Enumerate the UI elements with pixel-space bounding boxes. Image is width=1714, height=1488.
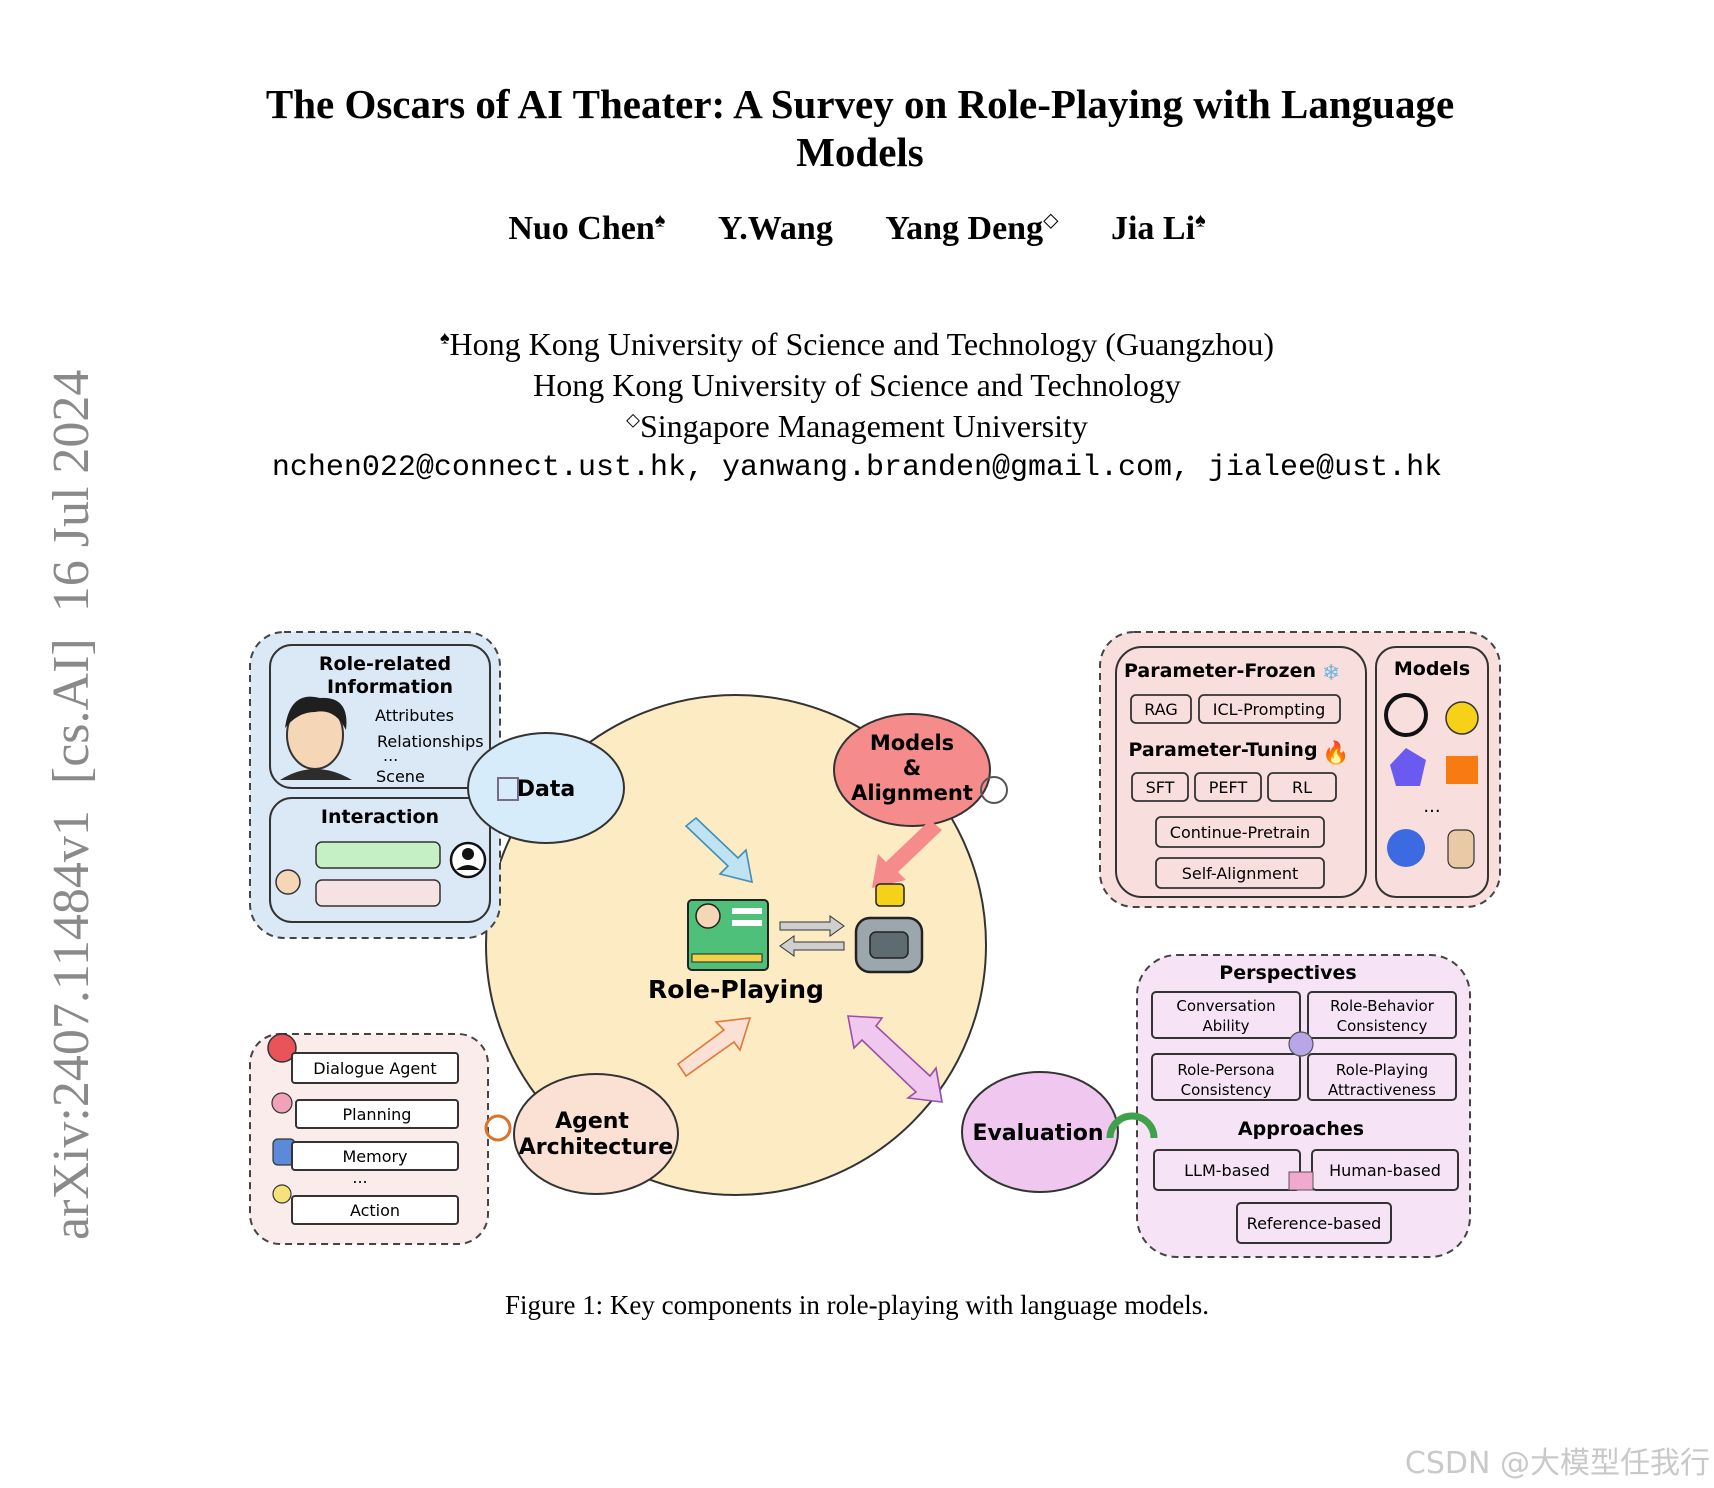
agent-item-action: Action <box>350 1201 400 1220</box>
title-line-2: Models <box>796 129 924 175</box>
role-info-title-2: Information <box>327 676 453 698</box>
agent-node-label-1: Agent <box>555 1109 629 1134</box>
evaluation-panel: Perspectives Conversation Ability Role-B… <box>1136 954 1471 1258</box>
perspective-2-line1: Role-Behavior <box>1330 997 1435 1015</box>
perspective-2-line2: Consistency <box>1337 1017 1428 1035</box>
perspective-4-line2: Attractiveness <box>1328 1081 1436 1099</box>
evaluation-node-label: Evaluation <box>972 1121 1103 1146</box>
perspective-3-line1: Role-Persona <box>1177 1061 1274 1079</box>
arrow-models-to-center <box>872 820 942 888</box>
perspective-1-line1: Conversation <box>1176 997 1275 1015</box>
parameter-tuning-title: Parameter-Tuning <box>1128 739 1317 761</box>
affiliation-2: Hong Kong University of Science and Tech… <box>533 367 1181 403</box>
agent-node: Agent Architecture <box>513 1073 679 1195</box>
perspective-3-line2: Consistency <box>1181 1081 1272 1099</box>
role-playing-illustration: Role-Playing <box>648 883 924 1004</box>
approach-reference: Reference-based <box>1247 1214 1382 1233</box>
role-item-scene: Scene <box>376 767 425 786</box>
people-network-icon <box>1288 1031 1314 1057</box>
approach-human: Human-based <box>1329 1161 1441 1180</box>
speech-bubble-icon <box>875 883 905 907</box>
arxiv-stamp: arXiv:2407.11484v1 [cs.AI] 16 Jul 2024 <box>43 370 100 1240</box>
agent-item-dialogue: Dialogue Agent <box>313 1059 436 1078</box>
approach-llm: LLM-based <box>1184 1161 1270 1180</box>
character-avatar <box>280 696 352 780</box>
role-item-ellipsis: ... <box>383 746 398 765</box>
chip-peft: PEFT <box>1209 778 1248 797</box>
author-list: Nuo Chen♠ Y.Wang Yang Deng◇ Jia Li♠ <box>0 208 1714 248</box>
agent-item-ellipsis: ... <box>352 1168 367 1187</box>
models-title: Models <box>1394 658 1470 680</box>
arxiv-stamp-text: arXiv:2407.11484v1 [cs.AI] 16 Jul 2024 <box>43 370 100 1240</box>
models-node-label-1: Models <box>870 731 954 755</box>
brain-icon <box>271 1092 293 1114</box>
agent-node-label-2: Architecture <box>519 1135 674 1160</box>
perspectives-title: Perspectives <box>1219 962 1356 984</box>
agent-item-planning: Planning <box>343 1105 412 1124</box>
title-line-1: The Oscars of AI Theater: A Survey on Ro… <box>265 81 1455 127</box>
evaluation-node: Evaluation <box>961 1071 1119 1193</box>
role-item-relationships: Relationships <box>377 732 484 751</box>
openai-logo-icon <box>1384 693 1428 737</box>
perspective-4-line1: Role-Playing <box>1336 1061 1428 1079</box>
character-mini-icon <box>275 869 301 895</box>
chart-icon <box>1288 1171 1314 1191</box>
chip-rag: RAG <box>1144 700 1178 719</box>
role-item-attributes: Attributes <box>375 706 454 725</box>
parameter-frozen-title: Parameter-Frozen <box>1124 660 1316 682</box>
gear-network-icon <box>980 776 1008 804</box>
chip-rl: RL <box>1292 778 1312 797</box>
data-node: Data <box>467 732 625 844</box>
arrow-agent-to-center <box>676 1017 752 1078</box>
chip-self-alignment: Self-Alignment <box>1182 864 1299 883</box>
arrow-center-evaluation-bidirectional <box>847 1015 943 1103</box>
robot-icon <box>267 1033 297 1063</box>
interaction-title: Interaction <box>321 806 439 828</box>
author-3: Yang Deng◇ <box>885 210 1059 248</box>
models-node: Models & Alignment <box>833 713 991 827</box>
deepseek-logo-icon <box>1387 829 1425 867</box>
data-panel: Role-related Information Attributes Rela… <box>249 631 501 939</box>
center-label: Role-Playing <box>648 975 824 1004</box>
lightbulb-icon <box>272 1184 292 1204</box>
network-icon <box>497 777 519 801</box>
mistral-logo-icon <box>1446 756 1478 784</box>
agent-panel: Dialogue Agent Planning Memory ... Actio… <box>249 1033 489 1245</box>
ernie-bert-icon <box>1445 701 1479 735</box>
role-info-title-1: Role-related <box>319 653 451 675</box>
author-1: Nuo Chen♠ <box>508 210 666 248</box>
author-4: Jia Li♠ <box>1110 210 1206 248</box>
gauge-stars-icon <box>1106 1112 1158 1139</box>
approaches-title: Approaches <box>1238 1118 1364 1140</box>
figure-1: Role-related Information Attributes Rela… <box>249 631 1501 1258</box>
chip-sft: SFT <box>1146 778 1175 797</box>
author-emails[interactable]: nchen022@connect.ust.hk, yanwang.branden… <box>271 451 1443 485</box>
agent-item-memory: Memory <box>342 1147 407 1166</box>
author-2: Y.Wang <box>717 210 833 248</box>
models-node-label-2: & <box>903 756 921 780</box>
chip-icl-prompting: ICL-Prompting <box>1213 700 1325 719</box>
gears-hands-icon <box>484 1114 512 1142</box>
paper-title: The Oscars of AI Theater: A Survey on Ro… <box>160 80 1560 176</box>
arrow-data-to-center <box>684 816 754 884</box>
qwen-logo-icon <box>1390 748 1426 786</box>
snowflake-icon: ❄ <box>1322 661 1340 686</box>
watermark: CSDN @大模型任我行 <box>1404 1446 1710 1481</box>
chip-continue-pretrain: Continue-Pretrain <box>1170 823 1310 842</box>
models-ellipsis: ... <box>1423 796 1440 817</box>
models-panel: Parameter-Frozen ❄ RAG ICL-Prompting Par… <box>1099 631 1501 908</box>
llama-logo-icon <box>1447 829 1475 869</box>
affiliation-1: ♠Hong Kong University of Science and Tec… <box>439 326 1275 362</box>
figure-caption: Figure 1: Key components in role-playing… <box>504 1290 1210 1320</box>
fire-icon: 🔥 <box>1322 740 1349 766</box>
data-node-label: Data <box>517 777 575 802</box>
models-node-label-3: Alignment <box>851 781 973 805</box>
perspective-1-line2: Ability <box>1202 1017 1249 1035</box>
affiliation-3: ◇Singapore Management University <box>626 408 1088 444</box>
